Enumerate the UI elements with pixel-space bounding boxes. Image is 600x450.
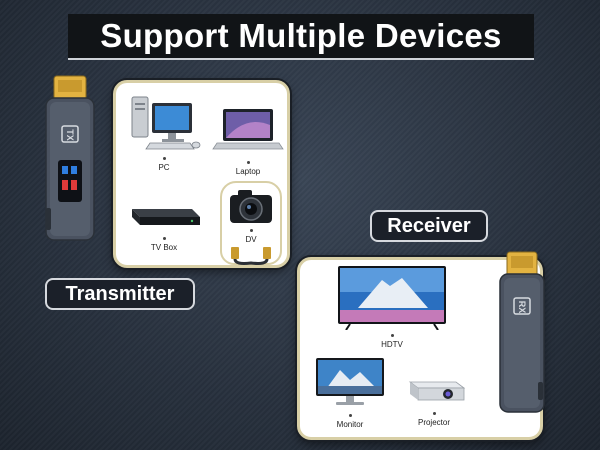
hdmi-cable-icon	[231, 247, 271, 265]
projector-icon	[408, 381, 466, 401]
monitor-label: Monitor	[336, 420, 364, 429]
device-hdtv: HDTV	[336, 264, 448, 356]
tv-box-dot	[162, 237, 166, 240]
monitor-dot	[348, 414, 352, 417]
tv-icon	[338, 266, 446, 331]
device-projector: Projector	[396, 374, 472, 434]
dv-label: DV	[245, 235, 257, 244]
device-tv-box: TV Box	[122, 201, 206, 261]
transmitter-dongle: TX	[40, 74, 100, 244]
monitor-icon	[316, 358, 384, 405]
pc-dot	[162, 157, 166, 160]
pc-label: PC	[158, 163, 170, 172]
title-banner: Support Multiple Devices	[68, 14, 534, 60]
device-pc: PC	[124, 93, 204, 172]
device-dv: DV	[220, 181, 282, 265]
laptop-dot	[246, 161, 250, 164]
transmitter-devices-panel: PC Laptop TV Box DV	[113, 80, 290, 268]
device-laptop: Laptop	[211, 105, 285, 177]
tv-box-label: TV Box	[150, 243, 178, 252]
hdtv-label: HDTV	[381, 340, 403, 349]
desktop-pc-icon	[131, 96, 201, 150]
device-monitor: Monitor	[310, 354, 390, 434]
transmitter-label: Transmitter	[45, 278, 195, 310]
dv-dot	[249, 229, 253, 232]
receiver-dongle: RX	[498, 250, 546, 416]
laptop-label: Laptop	[235, 167, 261, 176]
hdtv-dot	[390, 334, 394, 337]
projector-label: Projector	[417, 418, 450, 427]
laptop-icon	[212, 109, 284, 150]
projector-dot	[432, 412, 436, 415]
page-title: Support Multiple Devices	[100, 17, 502, 54]
tx-mark-label: TX	[65, 129, 75, 141]
tv-box-icon	[132, 209, 200, 225]
camera-icon	[230, 190, 272, 223]
rx-mark-label: RX	[517, 300, 527, 314]
receiver-label: Receiver	[370, 210, 488, 242]
